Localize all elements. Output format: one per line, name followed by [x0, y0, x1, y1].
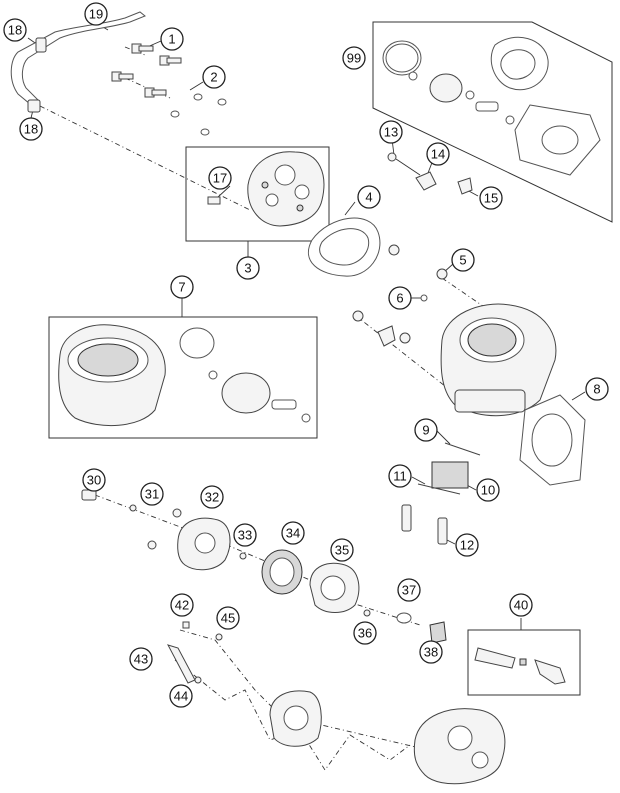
head-gasket	[307, 217, 381, 277]
callout-45: 45	[216, 606, 240, 630]
svg-text:43: 43	[134, 652, 148, 667]
callout-30: 30	[82, 468, 106, 492]
needle-bearing	[431, 461, 469, 489]
svg-text:19: 19	[89, 7, 103, 22]
bolt-set	[111, 43, 182, 98]
callout-14: 14	[426, 142, 450, 166]
cylinder-kit	[58, 324, 311, 427]
hose-fitting	[27, 99, 41, 113]
svg-text:18: 18	[8, 23, 22, 38]
callout-18-top: 18	[3, 18, 27, 42]
callout-17: 17	[208, 166, 232, 190]
washer-set	[170, 93, 227, 136]
svg-text:33: 33	[238, 528, 252, 543]
callout-40: 40	[509, 593, 533, 617]
svg-text:15: 15	[484, 191, 498, 206]
svg-text:13: 13	[384, 125, 398, 140]
cylinder-studs	[352, 244, 448, 347]
svg-text:2: 2	[210, 70, 217, 85]
svg-text:18: 18	[24, 122, 38, 137]
callout-1: 1	[160, 27, 184, 51]
hose-fitting	[35, 37, 47, 53]
callout-12: 12	[455, 533, 479, 557]
callout-44: 44	[169, 684, 193, 708]
callout-38: 38	[419, 640, 443, 664]
piston-pin-clip	[444, 442, 481, 456]
callout-31: 31	[140, 482, 164, 506]
callout-4: 4	[357, 185, 381, 209]
gasket-kit-frame-99	[372, 21, 613, 223]
svg-text:35: 35	[335, 543, 349, 558]
callout-34: 34	[281, 521, 305, 545]
cable-and-pulley	[167, 621, 223, 684]
valve-kit-frame-40	[467, 629, 581, 696]
wrist-pin	[417, 483, 461, 495]
svg-text:36: 36	[358, 626, 372, 641]
callout-35: 35	[330, 538, 354, 562]
svg-text:7: 7	[178, 280, 185, 295]
callout-8: 8	[585, 377, 609, 401]
svg-text:12: 12	[460, 538, 474, 553]
svg-text:6: 6	[396, 291, 403, 306]
svg-text:30: 30	[87, 473, 101, 488]
spring	[429, 621, 447, 644]
cylinder-bolts	[401, 504, 448, 545]
callout-15: 15	[479, 186, 503, 210]
gasket-kit	[382, 36, 601, 176]
svg-text:4: 4	[365, 190, 372, 205]
svg-text:40: 40	[514, 598, 528, 613]
callout-42: 42	[170, 593, 194, 617]
cylinder-head	[247, 151, 325, 227]
diaphragm	[261, 549, 303, 595]
svg-text:1: 1	[168, 32, 175, 47]
coolant-hose	[10, 11, 146, 105]
callout-10: 10	[476, 478, 500, 502]
valve-kit	[474, 647, 566, 685]
svg-text:9: 9	[422, 423, 429, 438]
pump-cover	[309, 562, 412, 624]
svg-text:32: 32	[205, 490, 219, 505]
power-valve-housing	[269, 690, 322, 747]
svg-text:38: 38	[424, 645, 438, 660]
callout-37: 37	[397, 578, 421, 602]
callout-18-bottom: 18	[19, 117, 43, 141]
svg-text:99: 99	[347, 51, 361, 66]
callout-6: 6	[388, 286, 412, 310]
cylinder	[440, 303, 557, 417]
cylinder-head-frame-3	[185, 146, 330, 242]
callout-36: 36	[353, 621, 377, 645]
callout-33: 33	[233, 523, 257, 547]
svg-text:45: 45	[221, 611, 235, 626]
callout-99: 99	[342, 46, 366, 70]
svg-text:8: 8	[593, 382, 600, 397]
exhaust-valve-linkage	[387, 152, 473, 195]
power-valve-actuator-parts	[81, 489, 247, 571]
callout-11: 11	[388, 464, 412, 488]
cylinder-kit-frame-7	[48, 316, 318, 439]
callout-32: 32	[200, 485, 224, 509]
temperature-sensor	[207, 196, 221, 205]
callout-7: 7	[170, 275, 194, 299]
svg-text:5: 5	[459, 253, 466, 268]
callout-9: 9	[414, 418, 438, 442]
svg-text:11: 11	[393, 469, 407, 484]
callout-2: 2	[202, 65, 226, 89]
svg-text:14: 14	[431, 147, 445, 162]
callout-5: 5	[451, 248, 475, 272]
svg-text:37: 37	[402, 583, 416, 598]
svg-text:31: 31	[145, 487, 159, 502]
callout-13: 13	[379, 120, 403, 144]
base-gasket	[519, 394, 586, 486]
cylinder-head-lower	[413, 708, 506, 785]
svg-text:42: 42	[175, 598, 189, 613]
svg-text:10: 10	[481, 483, 495, 498]
callout-19: 19	[84, 2, 108, 26]
callout-3: 3	[236, 256, 260, 280]
svg-text:44: 44	[174, 689, 188, 704]
callout-43: 43	[129, 647, 153, 671]
svg-text:17: 17	[213, 171, 227, 186]
svg-text:34: 34	[286, 526, 300, 541]
svg-text:3: 3	[244, 261, 251, 276]
